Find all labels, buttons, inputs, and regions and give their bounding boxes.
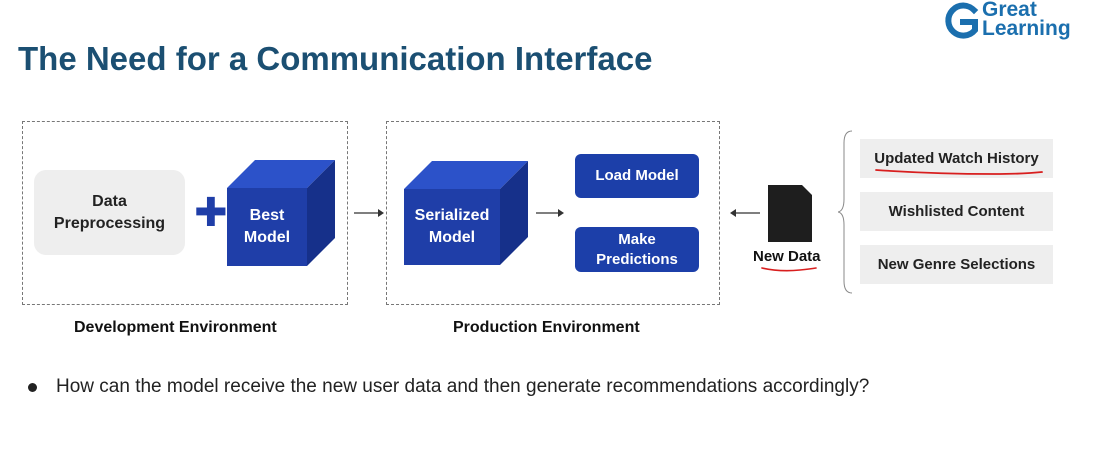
make-predictions-button[interactable]: Make Predictions — [575, 227, 699, 272]
serialized-model-label: Serialized Model — [404, 189, 500, 265]
great-learning-logo: Great Learning — [944, 0, 1084, 42]
watch-history-underline-annotation — [875, 169, 1043, 175]
logo-wordmark: Great Learning — [982, 0, 1071, 40]
serialized-model-cube-icon — [404, 161, 528, 265]
logo-line-2: Learning — [982, 17, 1071, 40]
source-wishlisted-content: Wishlisted Content — [860, 192, 1053, 231]
arrow-right-icon — [536, 209, 564, 217]
source-updated-watch-history: Updated Watch History — [860, 139, 1053, 178]
preprocessing-line-2: Preprocessing — [53, 214, 166, 232]
new-data-underline-annotation — [761, 267, 817, 272]
serialized-line-1: Serialized — [414, 207, 490, 224]
best-model-cube-icon — [227, 160, 335, 266]
data-preprocessing-box: Data Preprocessing — [34, 170, 185, 255]
best-model-line-2: Model — [243, 229, 291, 246]
development-environment-box — [22, 121, 348, 305]
make-predictions-line-2: Predictions — [596, 250, 678, 268]
new-data-label: New Data — [753, 248, 821, 265]
arrow-left-icon — [730, 209, 760, 217]
bullet-text: How can the model receive the new user d… — [56, 376, 870, 397]
production-environment-box — [386, 121, 720, 305]
bullet-dot — [28, 383, 37, 392]
serialized-line-2: Model — [428, 229, 476, 246]
slide-title: The Need for a Communication Interface — [18, 40, 653, 77]
source-new-genre-selections: New Genre Selections — [860, 245, 1053, 284]
g-logo-icon — [945, 2, 979, 39]
development-environment-label: Development Environment — [74, 319, 277, 336]
arrow-right-icon — [354, 209, 384, 217]
best-model-label: Best Model — [227, 188, 307, 266]
curly-brace-icon — [838, 130, 853, 294]
production-environment-label: Production Environment — [453, 319, 640, 336]
preprocessing-line-1: Data — [92, 192, 127, 210]
plus-icon: ✚ — [194, 191, 228, 235]
load-model-button[interactable]: Load Model — [575, 154, 699, 198]
make-predictions-line-1: Make — [618, 230, 656, 248]
logo-line-1: Great — [982, 0, 1037, 21]
best-model-line-1: Best — [249, 207, 285, 224]
document-icon — [768, 185, 812, 242]
